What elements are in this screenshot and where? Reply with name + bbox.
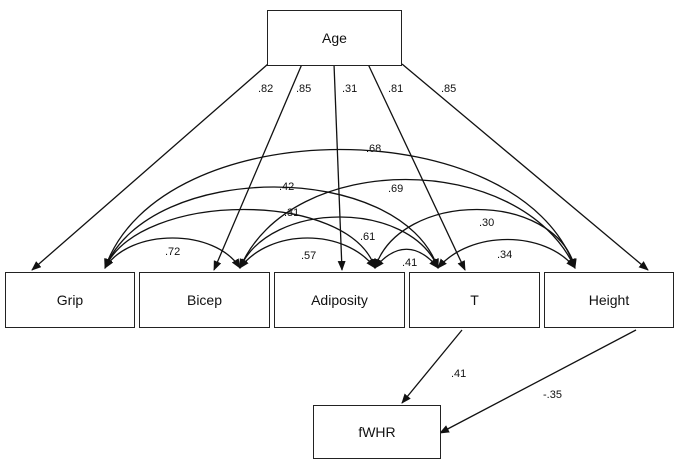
coef-age-bicep: .85 — [296, 83, 312, 95]
corr-label-grip-height: .68 — [366, 143, 382, 155]
coef-age-t: .81 — [388, 83, 404, 95]
corr-adiposity-height — [373, 208, 577, 269]
corr-adiposity-t — [374, 248, 439, 269]
node-height: Height — [544, 272, 674, 328]
corr-label-adiposity-height: .30 — [479, 217, 495, 229]
path-height-fwhr — [439, 329, 637, 434]
corr-label-grip-bicep: .72 — [165, 246, 181, 258]
corr-label-bicep-height: .69 — [388, 183, 404, 195]
corr-grip-adiposity — [104, 208, 377, 269]
coef-t-fwhr: .41 — [451, 368, 467, 380]
path-age-t — [367, 63, 466, 271]
coef-age-grip: .82 — [258, 83, 274, 95]
corr-bicep-t — [239, 216, 439, 269]
corr-label-bicep-adiposity: .57 — [301, 250, 317, 262]
path-age-bicep — [213, 63, 303, 271]
path-age-adiposity — [333, 63, 346, 271]
node-fwhr: fWHR — [313, 405, 441, 459]
corr-label-grip-t: .42 — [279, 181, 295, 193]
coef-age-height: .85 — [441, 83, 457, 95]
coef-height-fwhr: -.35 — [543, 389, 562, 401]
corr-bicep-adiposity — [239, 237, 376, 269]
path-age-grip — [31, 63, 269, 271]
corr-grip-height — [104, 149, 576, 269]
corr-grip-t — [104, 186, 439, 269]
node-grip: Grip — [5, 272, 135, 328]
node-t: T — [409, 272, 540, 328]
corr-grip-bicep — [104, 237, 241, 269]
corr-label-t-height: .34 — [497, 249, 513, 261]
node-age: Age — [267, 10, 402, 66]
corr-label-adiposity-t: .41 — [402, 257, 418, 269]
corr-label-grip-adiposity: .31 — [284, 207, 300, 219]
corr-label-bicep-t: .61 — [360, 231, 376, 243]
path-age-height — [401, 63, 649, 271]
node-adiposity: Adiposity — [274, 272, 405, 328]
corr-t-height — [437, 238, 576, 269]
coef-age-adiposity: .31 — [342, 83, 358, 95]
path-t-fwhr — [401, 329, 463, 404]
node-bicep: Bicep — [139, 272, 270, 328]
